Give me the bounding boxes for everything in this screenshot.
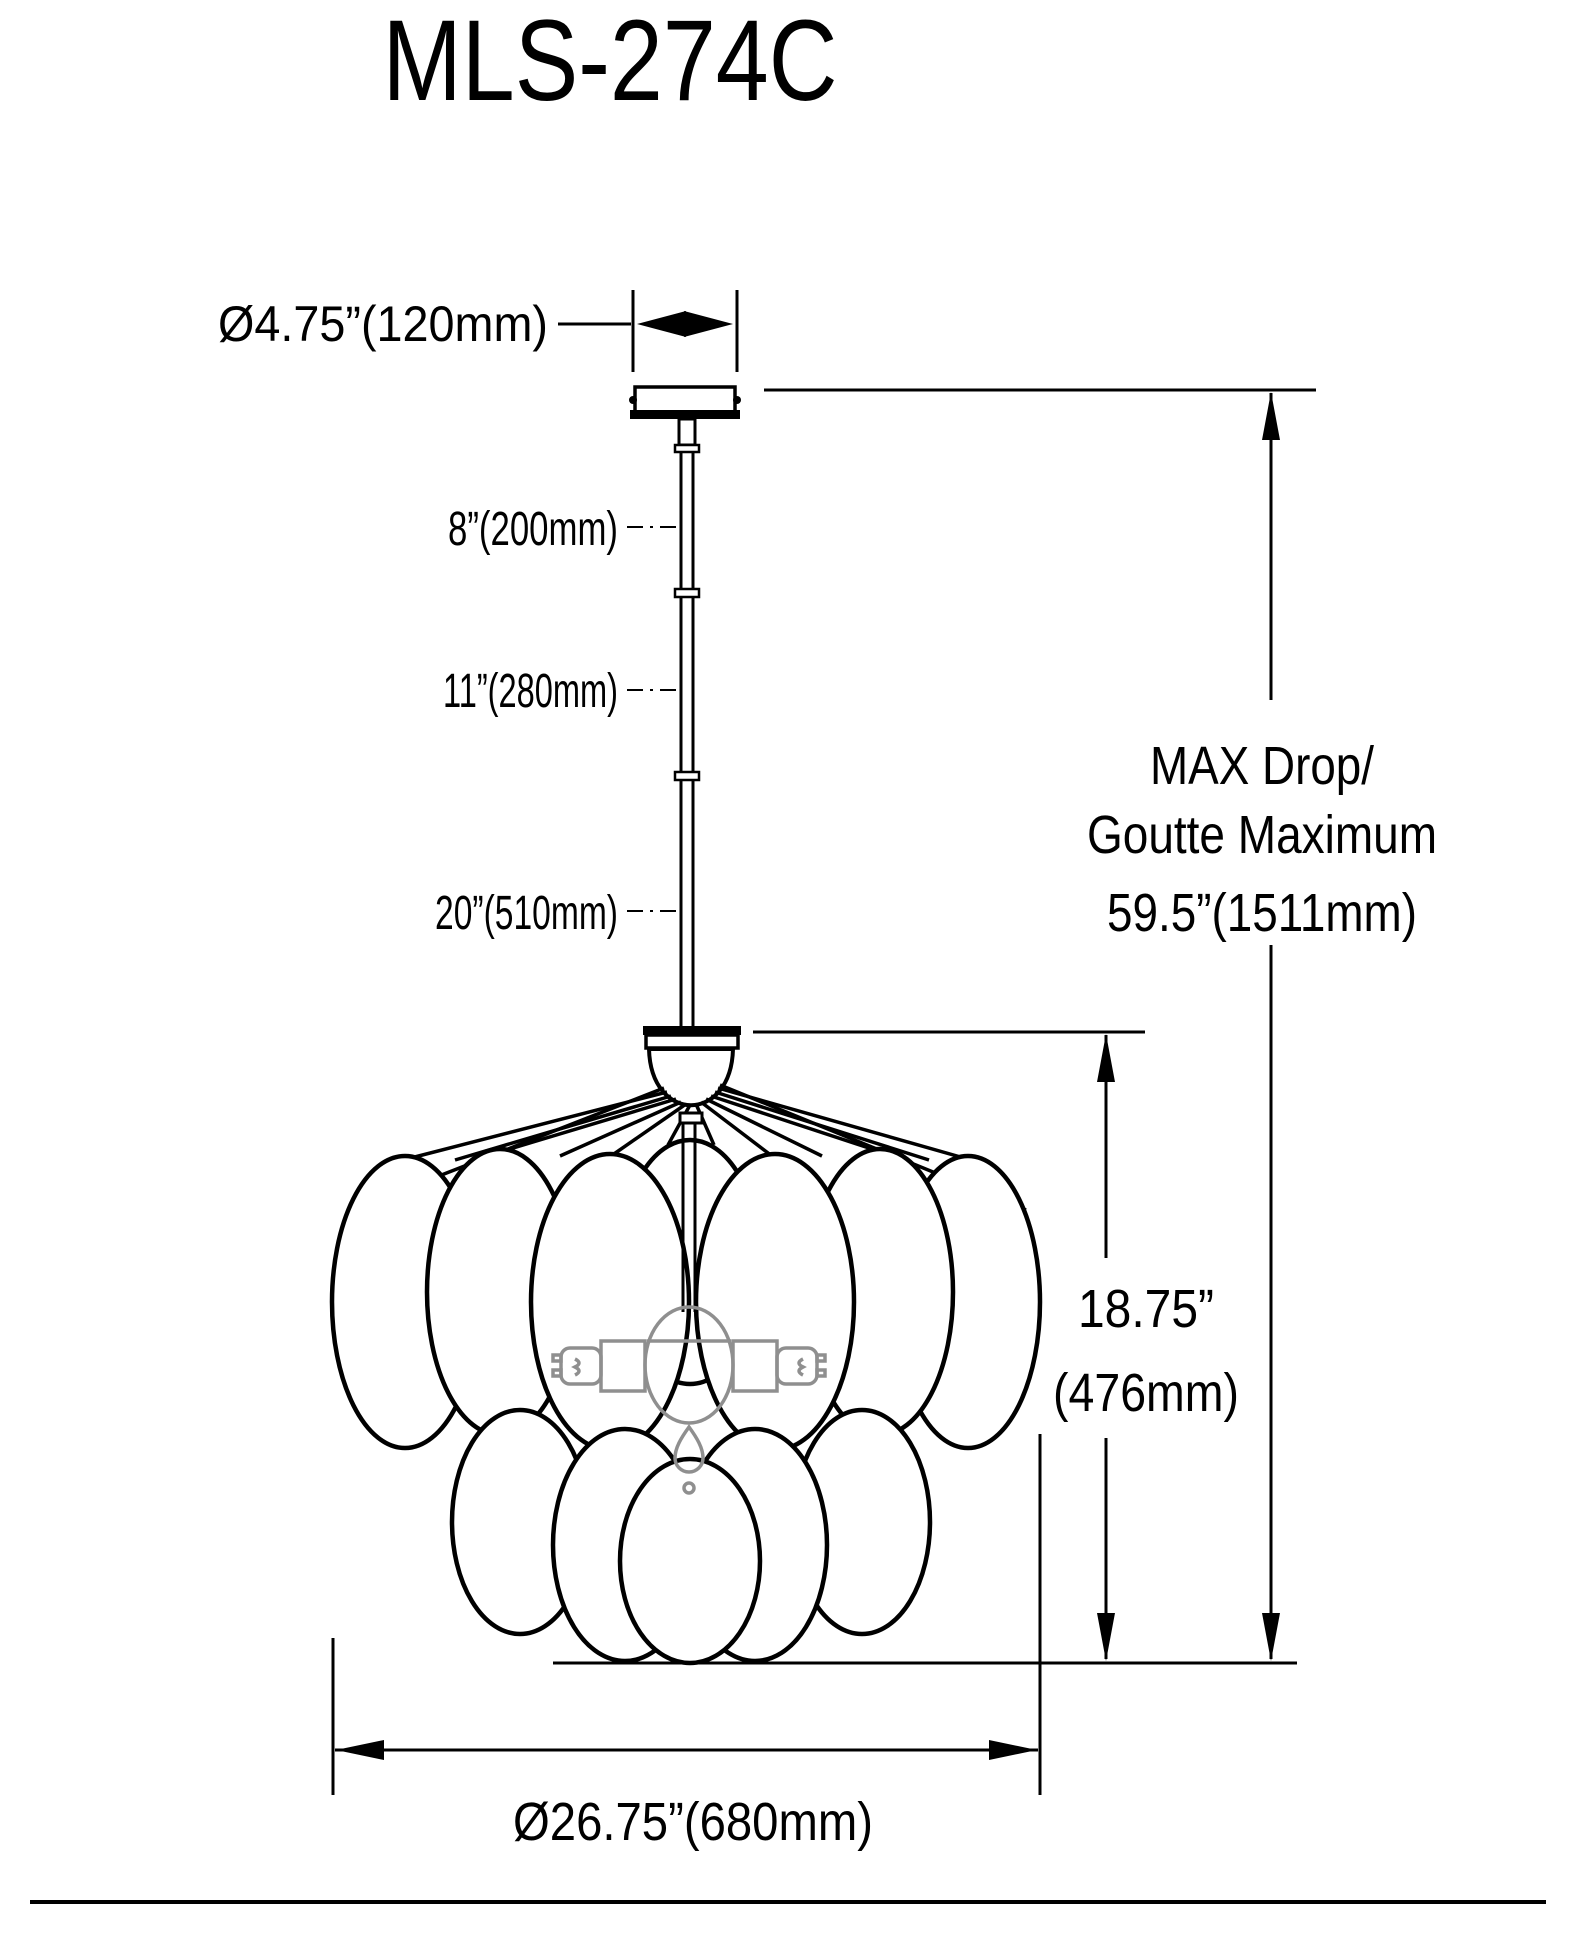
glass-bubble xyxy=(528,1151,692,1453)
arrowhead-right xyxy=(684,311,733,337)
rod-segment-label-3: 20”(510mm) xyxy=(435,887,618,940)
bulb-lamp-right xyxy=(775,1346,819,1386)
hanging-rod xyxy=(679,452,695,1030)
max-drop-dimension xyxy=(764,388,1316,1659)
max-drop-label-1: MAX Drop/ xyxy=(1150,736,1374,796)
bulb-droplet xyxy=(673,1424,705,1474)
rod-joint xyxy=(673,770,701,782)
arrowhead-up xyxy=(1262,392,1280,440)
fixture-diameter-dimension xyxy=(331,1434,1042,1795)
hub-nub xyxy=(678,1111,704,1125)
bulb-lamp-left xyxy=(559,1346,603,1386)
bulb-pin xyxy=(815,1368,827,1378)
canopy-collar xyxy=(677,417,697,447)
arrowhead-up xyxy=(1097,1034,1115,1082)
bulb-filament xyxy=(571,1357,581,1377)
arrowhead-down xyxy=(1097,1613,1115,1661)
canopy-diameter-label: Ø4.75”(120mm) xyxy=(218,296,548,352)
max-drop-label-3: 59.5”(1511mm) xyxy=(1107,883,1417,943)
fixture-diameter-label: Ø26.75”(680mm) xyxy=(513,1792,873,1852)
bulb-droplet-tip xyxy=(682,1481,696,1495)
hub-dome xyxy=(646,1047,736,1108)
bulb-pin xyxy=(551,1368,563,1378)
arrowhead-down xyxy=(1262,1613,1280,1661)
page-title: MLS-274C xyxy=(383,0,838,125)
rod-joint xyxy=(673,587,701,599)
canopy-dimension xyxy=(558,290,739,372)
rod-segment-leaders xyxy=(627,526,679,912)
glass-bubble xyxy=(617,1456,763,1666)
max-drop-label-2: Goutte Maximum xyxy=(1087,805,1437,865)
arrowhead-left xyxy=(336,1740,384,1760)
bulb-pin xyxy=(551,1353,563,1363)
canopy-screw xyxy=(733,396,741,404)
glass-bubbles xyxy=(329,1137,1043,1666)
bulb-filament xyxy=(797,1357,807,1377)
rod-segment-label-2: 11”(280mm) xyxy=(443,665,618,718)
canopy-screw xyxy=(629,396,637,404)
rod-seam xyxy=(673,443,701,454)
bulb-pin xyxy=(815,1353,827,1363)
fixture-height-label-2: (476mm) xyxy=(1053,1363,1239,1423)
bulb-detail xyxy=(551,1305,827,1495)
arrowhead-left xyxy=(637,311,686,337)
rod-segment-label-1: 8”(200mm) xyxy=(448,503,618,556)
center-stem xyxy=(681,1123,697,1312)
arrowhead-right xyxy=(989,1740,1037,1760)
fixture-height-label-1: 18.75” xyxy=(1078,1279,1214,1339)
canopy xyxy=(629,385,741,454)
